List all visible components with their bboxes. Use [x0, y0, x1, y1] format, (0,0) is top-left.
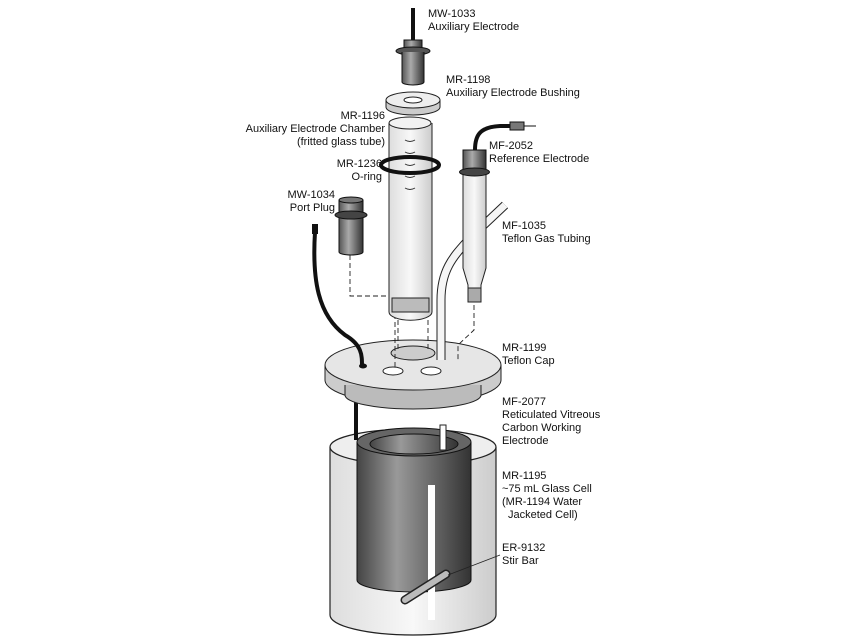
part-number: MR-1195 [502, 470, 547, 482]
part-note: Jacketed Cell) [508, 509, 578, 521]
electrode-contact [439, 424, 447, 451]
label-o-ring: MR-1236 O-ring [337, 158, 382, 184]
working-electrode [356, 427, 472, 593]
part-name: O-ring [351, 171, 382, 183]
label-port-plug: MW-1034 Port Plug [288, 189, 335, 215]
part-number: MF-2077 [502, 396, 547, 408]
label-working-electrode: MF-2077 Reticulated Vitreous Carbon Work… [502, 396, 600, 448]
assembly-guides [349, 255, 475, 370]
part-name: Auxiliary Electrode [428, 21, 520, 33]
part-number: ER-9132 [502, 542, 546, 554]
part-number: MR-1198 [446, 74, 491, 86]
label-cap: MR-1199 Teflon Cap [502, 342, 555, 368]
port-plug [334, 196, 368, 256]
part-name: Auxiliary Electrode Chamber [245, 123, 385, 135]
part-name: Reference Electrode [489, 153, 590, 165]
part-name: ~75 mL Glass Cell [502, 483, 592, 495]
part-name: Teflon Cap [502, 355, 555, 367]
part-number: MR-1236 [336, 158, 382, 170]
reference-electrode [459, 121, 536, 303]
label-aux-electrode: MW-1033 Auxiliary Electrode [428, 8, 519, 34]
label-glass-cell: MR-1195 ~75 mL Glass Cell (MR-1194 Water… [502, 470, 592, 522]
working-electrode-cable [312, 231, 364, 367]
part-number: MR-1196 [340, 110, 385, 122]
part-number: MW-1034 [287, 189, 335, 201]
teflon-cap [324, 339, 502, 410]
part-name: Auxiliary Electrode Bushing [446, 87, 580, 99]
electrode-bushing [385, 91, 441, 116]
label-reference: MF-2052 Reference Electrode [489, 140, 589, 166]
auxiliary-electrode-chamber [388, 116, 433, 321]
part-name: Stir Bar [502, 555, 539, 567]
part-name: Port Plug [289, 202, 335, 214]
part-name: Reticulated Vitreous [502, 409, 601, 421]
label-gas-tubing: MF-1035 Teflon Gas Tubing [502, 220, 591, 246]
label-chamber: MR-1196 Auxiliary Electrode Chamber (fri… [246, 110, 385, 149]
auxiliary-electrode [395, 8, 431, 86]
stir-bar-leader [447, 554, 501, 576]
part-number: MR-1199 [502, 342, 547, 354]
glass-highlight [428, 485, 435, 620]
part-note: (fritted glass tube) [296, 136, 385, 148]
part-number: MW-1033 [428, 8, 476, 20]
label-bushing: MR-1198 Auxiliary Electrode Bushing [446, 74, 580, 100]
label-stir-bar: ER-9132 Stir Bar [502, 542, 545, 568]
part-number: MF-1035 [502, 220, 547, 232]
stir-bar [400, 569, 451, 605]
part-name: Electrode [502, 435, 549, 447]
o-ring [379, 155, 441, 175]
part-name: Carbon Working [502, 422, 582, 434]
part-note: (MR-1194 Water [502, 496, 583, 508]
part-name: Teflon Gas Tubing [502, 233, 591, 245]
part-number: MF-2052 [489, 140, 534, 152]
